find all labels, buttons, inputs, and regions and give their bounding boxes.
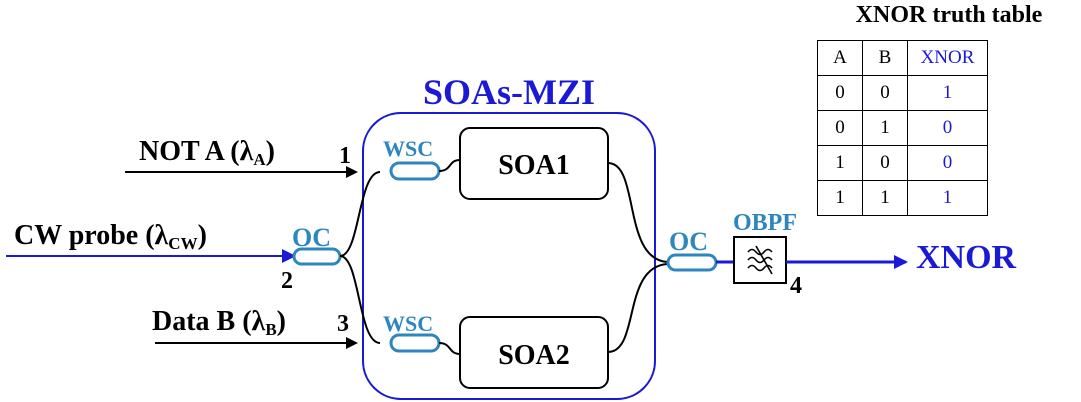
table-row: 0 1 0: [817, 110, 988, 146]
cell-b: 1: [862, 180, 908, 216]
upper-wsc-label: WSC: [383, 136, 433, 161]
filter-wave-icon: [747, 245, 773, 275]
cell-a: 0: [817, 75, 863, 111]
input-oc-to-upper-arm: [339, 171, 381, 257]
port-1-label: 1: [339, 143, 351, 169]
header-a: A: [817, 40, 863, 76]
port-4-label: 4: [790, 273, 802, 299]
upper-wsc-to-soa1: [438, 159, 461, 172]
cell-xnor: 1: [907, 75, 988, 111]
header-b: B: [862, 40, 908, 76]
lower-wsc-coupler: [389, 333, 441, 353]
obpf-box: [733, 236, 787, 284]
input-oc-label: OC: [292, 223, 331, 252]
output-oc-label: OC: [669, 227, 708, 256]
cw-probe-label: CW probe (λCW): [14, 220, 207, 253]
port-3-label: 3: [337, 311, 349, 337]
cell-b: 0: [862, 75, 908, 111]
data-b-label: Data B (λB): [152, 306, 286, 339]
input-oc-to-lower-arm: [339, 255, 381, 344]
soa1-to-output-oc: [607, 162, 669, 263]
xnor-truth-table: A B XNOR 0 0 1 0 1 0 1 0 0 1 1 1: [817, 40, 988, 216]
table-row: 1 1 1: [817, 180, 988, 216]
soa2-label: SOA2: [498, 340, 570, 371]
cell-b: 0: [862, 145, 908, 181]
header-xnor: XNOR: [907, 40, 988, 76]
soa1-label: SOA1: [498, 150, 570, 181]
mzi-title: SOAs-MZI: [423, 72, 595, 112]
obpf-label: OBPF: [733, 210, 797, 236]
truth-table-header-row: A B XNOR: [817, 40, 988, 76]
port-2-label: 2: [281, 268, 293, 294]
cell-b: 1: [862, 110, 908, 146]
output-oc-coupler: [666, 253, 718, 272]
xnor-output-label: XNOR: [916, 239, 1017, 276]
lower-wsc-to-soa2: [438, 342, 461, 355]
cell-a: 1: [817, 145, 863, 181]
cell-xnor: 0: [907, 110, 988, 146]
cell-a: 1: [817, 180, 863, 216]
cell-xnor: 1: [907, 180, 988, 216]
not-a-label: NOT A (λA): [139, 136, 275, 169]
cell-xnor: 0: [907, 145, 988, 181]
table-row: 0 0 1: [817, 75, 988, 111]
soa2-to-output-oc: [607, 263, 669, 353]
truth-table-title: XNOR truth table: [855, 2, 1043, 28]
cell-a: 0: [817, 110, 863, 146]
table-row: 1 0 0: [817, 145, 988, 181]
lower-wsc-label: WSC: [383, 311, 433, 336]
upper-wsc-coupler: [389, 161, 441, 181]
mzi-enclosure: [362, 112, 656, 400]
